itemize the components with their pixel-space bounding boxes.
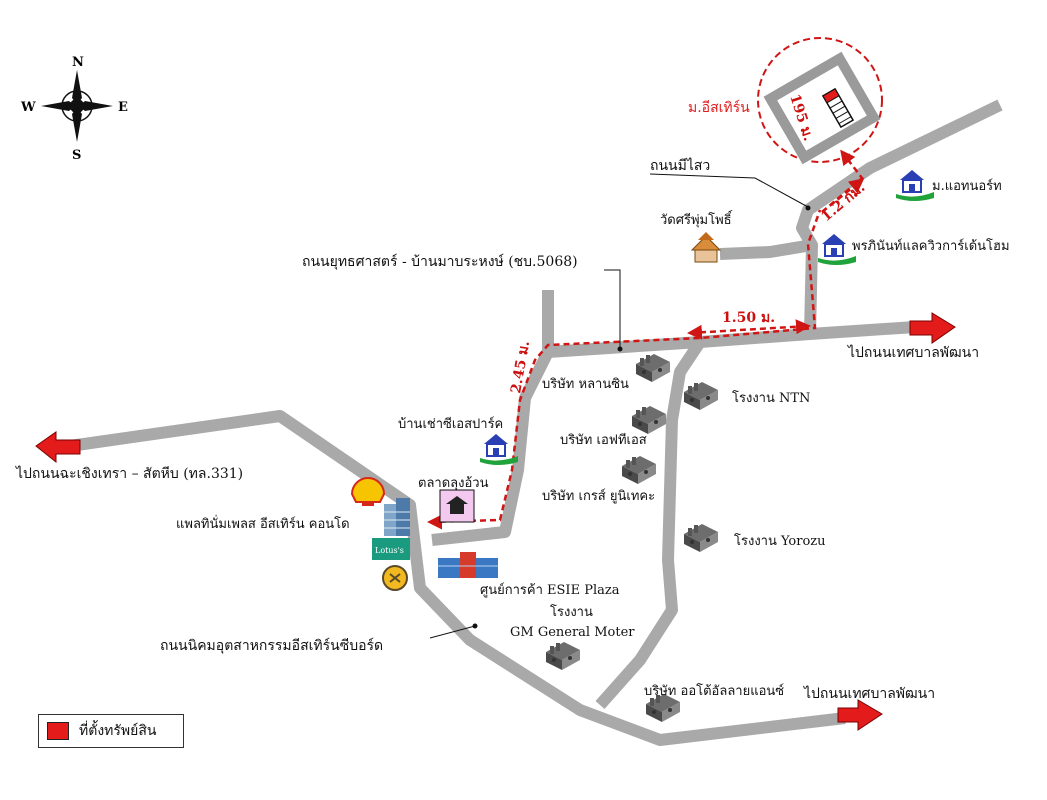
legend: ที่ตั้งทรัพย์สิน [38,714,184,748]
compass-south: S [72,148,81,163]
junction-dot-industrial [472,623,478,629]
label-mi-sao-road: ถนนมีไสว [650,157,710,174]
factory-icon-gm [546,642,580,670]
label-industrial-road: ถนนนิคมอุตสาหกรรมอีสเทิร์นซีบอร์ด [160,637,383,654]
route-main [429,209,822,524]
property-highlight-circle [757,37,883,163]
leader-lines [429,173,809,639]
road-factory-connector [595,338,705,709]
compass-rose-icon [41,70,113,142]
label-talad: ตลาดลุงอ้วน [418,476,489,491]
compass-north: N [72,55,84,70]
arrow-left-chachoengsao [35,431,81,464]
factory-icon-yorozu [684,524,718,552]
label-to-phanna-top: ไปถนนเทศบาลพัฒนา [847,344,979,361]
compass-east: E [118,100,128,115]
road-chachoengsao-sattahip [69,410,846,746]
factory-icon-grace [622,456,656,484]
bank-logo-icon [382,565,408,591]
market-icon [439,489,475,523]
label-gm-line2: GM General Moter [510,625,635,640]
dist-line-12 [821,178,865,213]
label-company-grace: บริษัท เกรส์ ยูนิเทคะ [542,488,655,504]
compass-west: W [20,100,36,115]
temple-icon [690,232,722,263]
label-company-fts: บริษัท เอฟทีเอส [560,432,647,448]
distance-150: 1.50 ม. [722,310,775,326]
road-wat [719,239,813,260]
road-ban-chao-branch [431,349,554,546]
label-village-pruksa: พรภินันท์แลควิวการ์เด้นโฮม [852,238,1010,254]
lotus-store-icon: Lotus's [372,538,410,560]
label-company-lansin: บริษัท หลานซิน [542,377,629,392]
factory-icon-ntn [684,382,718,410]
lotus-logo-text: Lotus's [375,546,404,555]
label-ban-chao: บ้านเช่าซีเอสปาร์ค [398,416,503,432]
road-mi-sao [796,99,1003,335]
label-condo: แพลทินั่มเพลส อีสเทิร์น คอนโด [176,515,350,532]
arrow-right-phanna-top [909,312,956,344]
label-to-chachoengsao: ไปถนนฉะเชิงเทรา – สัตหีบ (ทล.331) [15,465,243,482]
shell-station-icon [350,477,386,506]
label-to-phanna-bottom: ไปถนนเทศบาลพัฒนา [803,685,935,702]
label-esie: ศูนย์การค้า ESIE Plaza [480,582,620,598]
arrow-right-phanna-bottom [837,699,883,731]
route-to-village [821,149,864,213]
junction-dot-mi-sao [805,205,811,211]
label-wat: วัดศรีพุ่มโพธิ์ [660,210,733,228]
house-icon-ban-chao [479,433,519,466]
label-ntn: โรงงาน NTN [732,390,810,406]
label-yorozu: โรงงาน Yorozu [734,533,826,549]
label-village-athorn: ม.แอทนอร์ท [932,178,1002,194]
property-legend-swatch-icon [47,722,69,740]
village-block [763,51,881,165]
house-icon-pruksa [817,233,857,266]
factory-icon-fts [632,406,666,434]
road-network [69,99,1003,746]
legend-label: ที่ตั้งทรัพย์สิน [79,723,157,739]
label-gm-line1: โรงงาน [550,604,593,620]
label-yuthasart-road: ถนนยุทธศาสตร์ - บ้านมาบระหงษ์ (ชบ.5068) [302,253,578,270]
label-company-auto: บริษัท ออโต้อัลลายแอนซ์ [644,683,784,699]
house-icon-athorn [895,169,935,202]
property-marker [821,87,855,129]
condo-building-icon [384,498,410,536]
factory-icon-lansin [636,354,670,382]
esie-plaza-icon [438,552,498,578]
junction-dot-yuthasart [617,346,623,352]
label-village-estherin: ม.อีสเทิร์น [688,99,750,116]
